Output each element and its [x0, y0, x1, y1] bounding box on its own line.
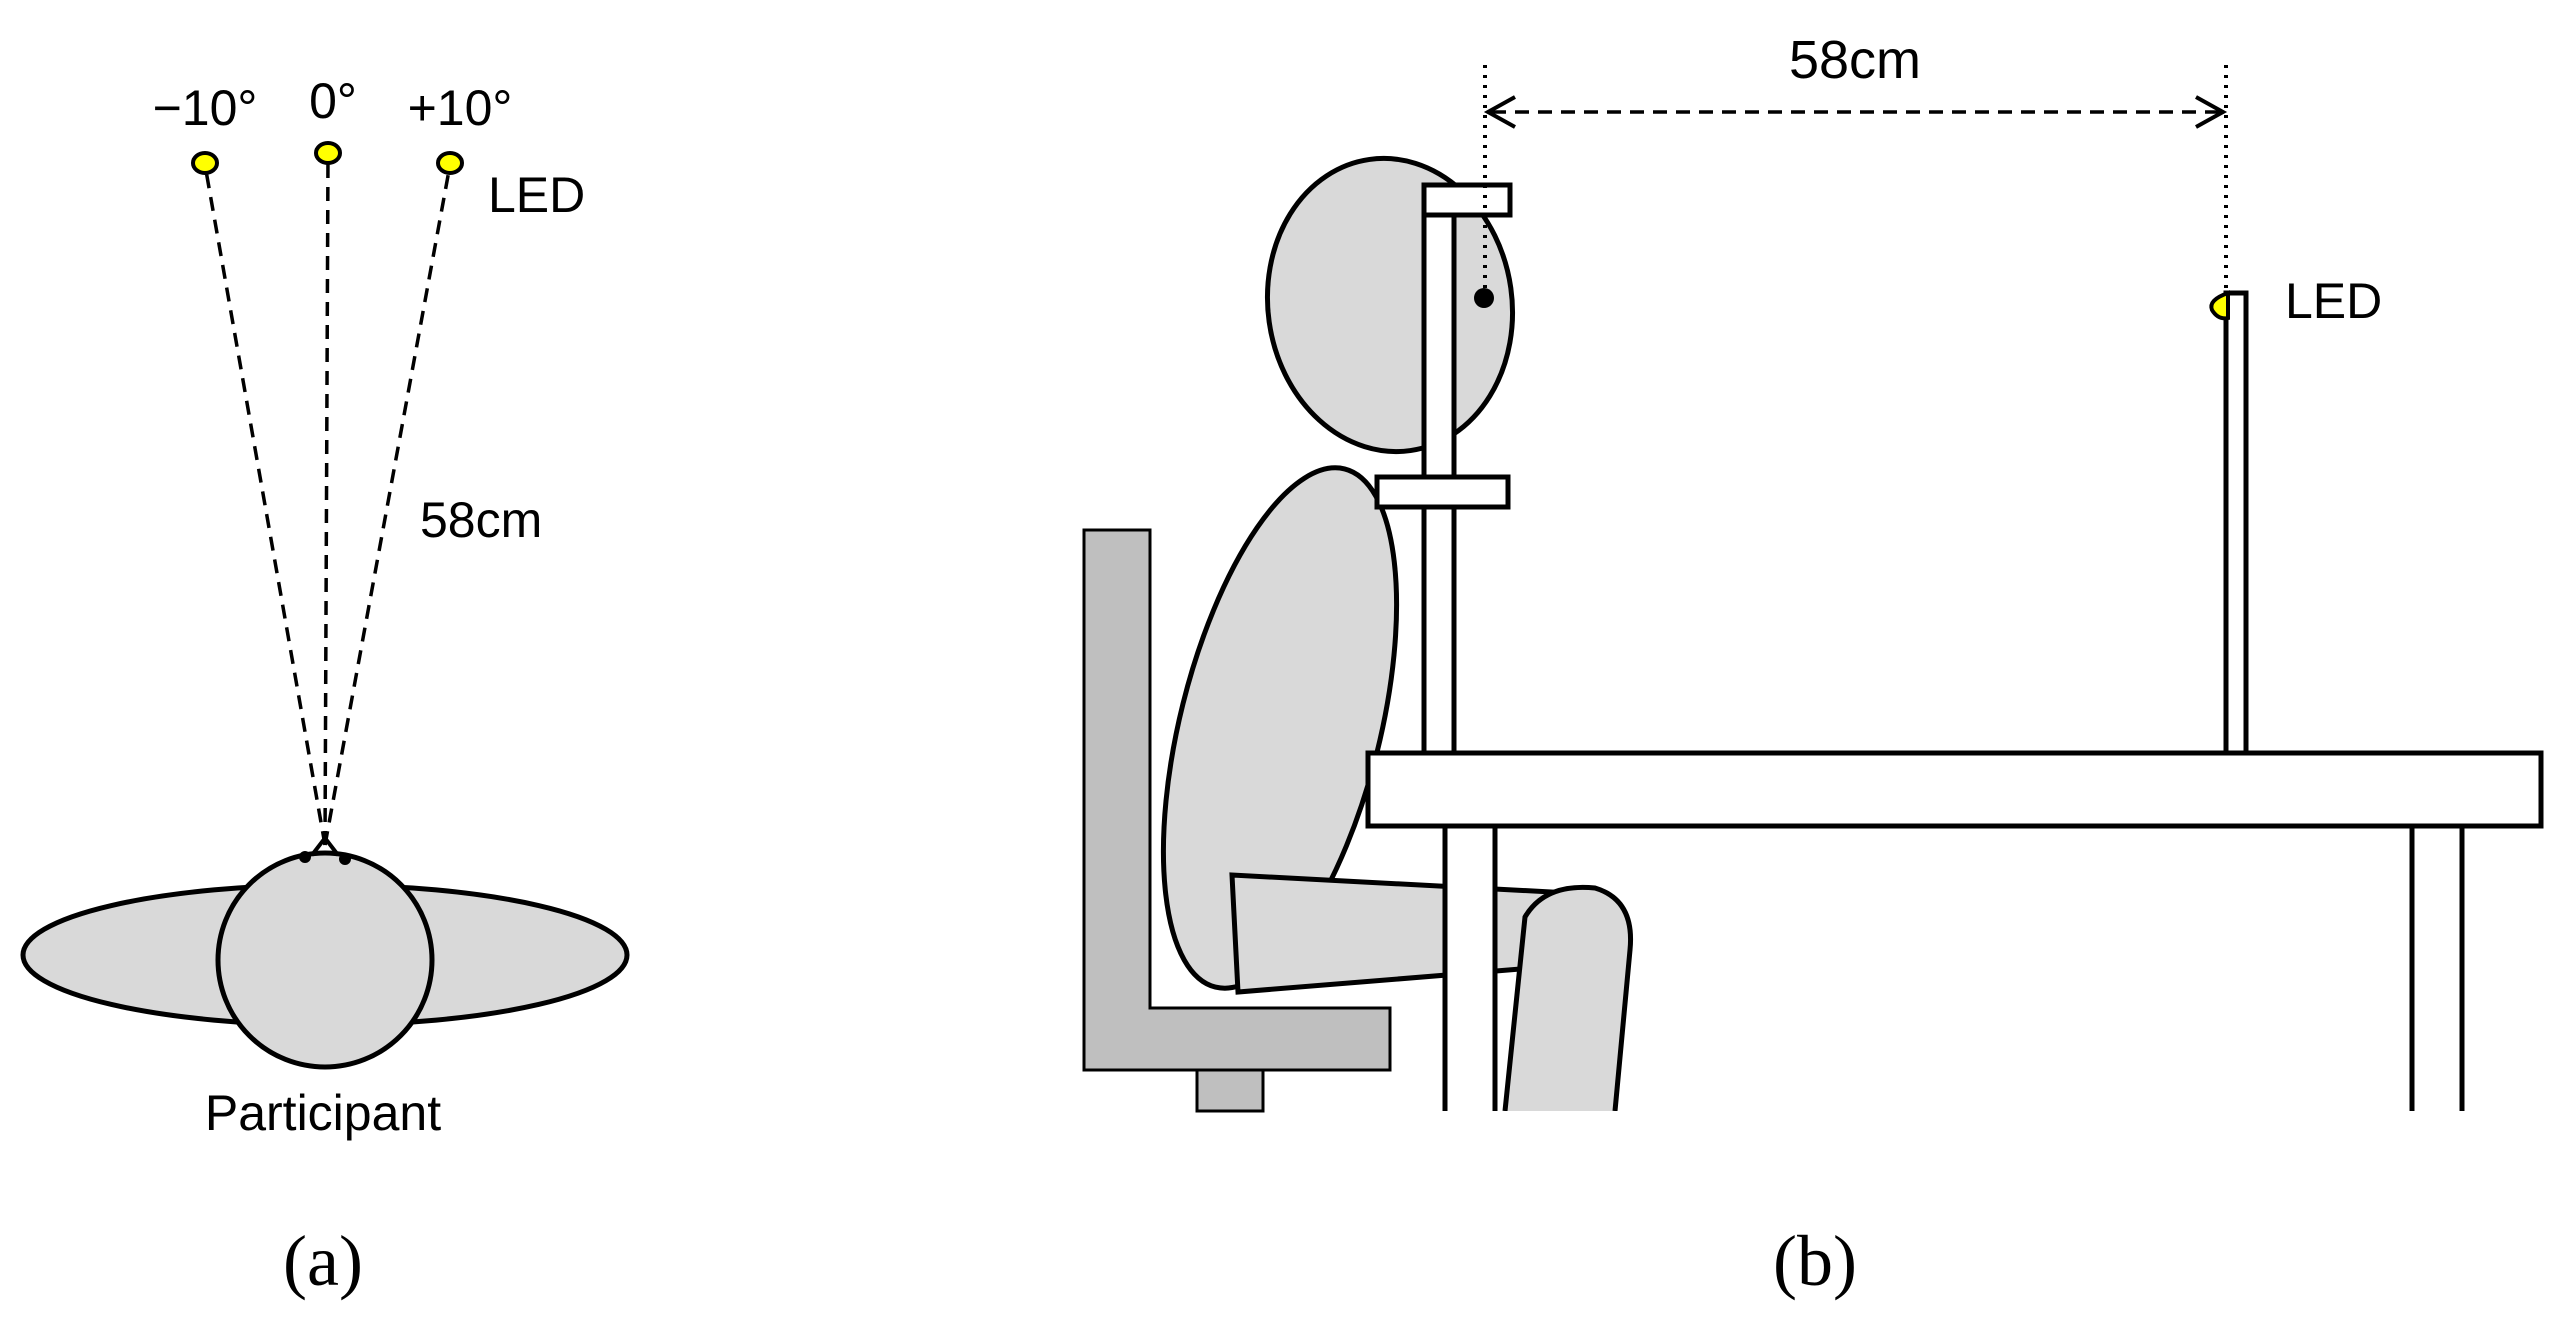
caption-b: (b) [1773, 1221, 1857, 1301]
led-side [2209, 290, 2230, 321]
participant-eye-left [299, 851, 311, 863]
participant-label: Participant [205, 1085, 441, 1141]
led-minus-10 [191, 151, 219, 175]
distance-arrowhead-left [1483, 95, 1516, 129]
sightline-0 [323, 154, 330, 846]
floor-cutoff [1420, 1111, 2559, 1141]
chair [1082, 528, 1392, 1113]
chin-rest [1374, 474, 1511, 510]
participant-eye-right [339, 853, 351, 865]
chair-leg [1195, 1066, 1265, 1113]
participant-head [215, 850, 435, 1070]
sightline-minus-10 [203, 164, 327, 846]
panel-b-side-view: LED 58cm (b) [1082, 30, 2559, 1301]
table-leg-left [1442, 822, 1498, 1128]
participant-nose [310, 834, 340, 857]
angle-label-minus-10: −10° [153, 80, 258, 136]
distance-label-b: 58cm [1789, 30, 1921, 90]
panel-a-top-view: −10° 0° +10° LED 58cm Participant (a) [20, 73, 630, 1301]
participant-eye [1474, 288, 1494, 308]
angle-label-plus-10: +10° [408, 80, 513, 136]
distance-arrowhead-right [2195, 95, 2228, 129]
led-post [2223, 290, 2249, 756]
led-label-b: LED [2285, 273, 2382, 329]
distance-label-a: 58cm [420, 492, 542, 548]
sightline-plus-10 [323, 164, 452, 846]
forehead-rest [1421, 182, 1513, 218]
chair-frame [1082, 528, 1392, 1072]
table-leg-right [2409, 822, 2465, 1128]
led-0 [314, 141, 342, 165]
led-plus-10 [436, 151, 464, 175]
led-label-a: LED [488, 167, 585, 223]
table-top [1365, 750, 2544, 829]
participant-lower-leg [1502, 884, 1634, 1112]
caption-a: (a) [283, 1221, 363, 1301]
angle-label-0: 0° [309, 73, 357, 129]
